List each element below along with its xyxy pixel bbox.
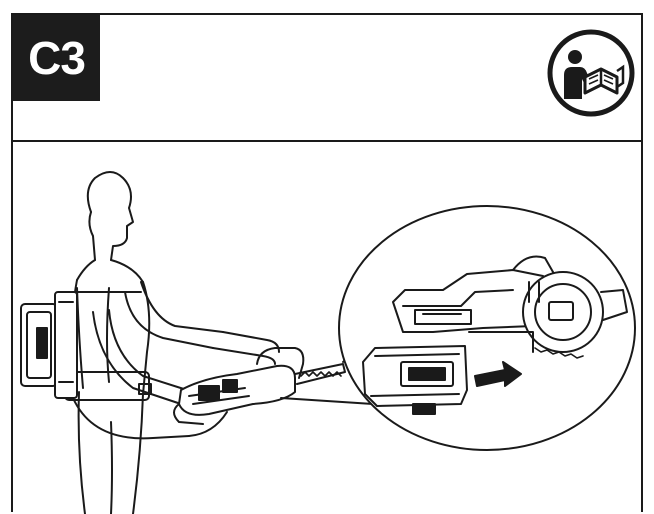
backpack-harness bbox=[64, 287, 190, 440]
instruction-panel: C3 bbox=[11, 13, 643, 514]
tool-detail bbox=[392, 255, 628, 359]
hedge-trimmer bbox=[173, 347, 346, 437]
operator-figure bbox=[70, 171, 280, 514]
zoom-leader-line bbox=[280, 397, 374, 405]
arrow-right-icon bbox=[474, 361, 522, 387]
backpack-battery bbox=[20, 291, 78, 399]
step-label: C3 bbox=[13, 15, 100, 101]
read-manual-icon bbox=[545, 27, 637, 119]
panel-header: C3 bbox=[13, 15, 641, 142]
battery-pack bbox=[362, 345, 468, 415]
battery-install-illustration bbox=[20, 171, 636, 514]
illustration bbox=[13, 142, 641, 514]
